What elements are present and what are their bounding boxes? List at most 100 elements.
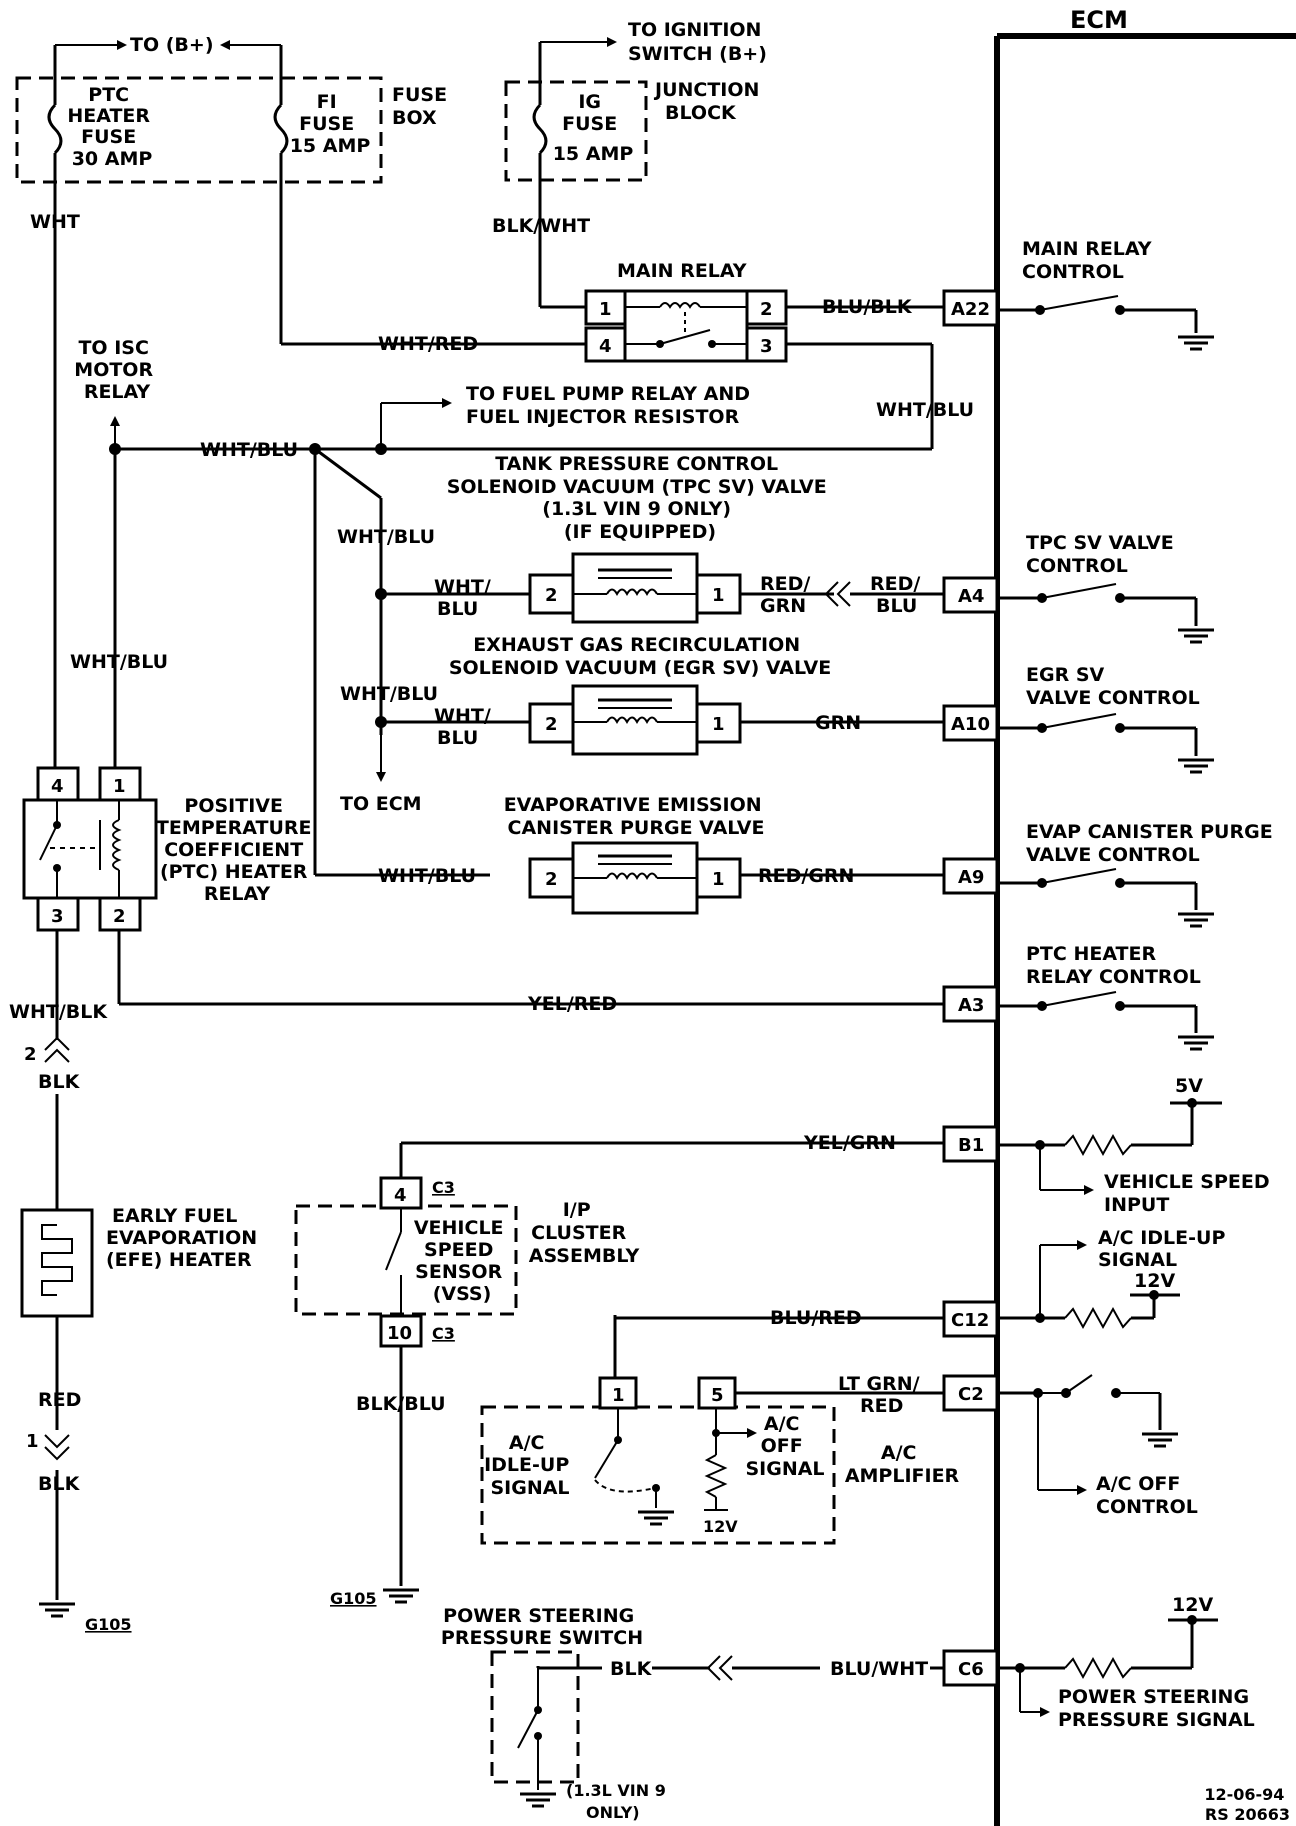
ptc-fuse-icon [47, 103, 63, 155]
ecm-ac-off-control: A/C OFF CONTROL [997, 1374, 1198, 1518]
ig-fuse-label: IG FUSE 15 AMP [553, 91, 634, 165]
ecm-ps-signal: 12V POWER STEERING PRESSURE SIGNAL [997, 1594, 1255, 1731]
ac-off-control-label: A/C OFF CONTROL [1096, 1473, 1198, 1518]
vehicle-speed-input-label: VEHICLE SPEED INPUT [1104, 1171, 1276, 1216]
efe-connector-1-icon [44, 1434, 70, 1461]
ptc-relay-pin-3: 3 [51, 906, 64, 927]
ps-blk-label: BLK [610, 1658, 653, 1680]
ptc-relay-pin-4: 4 [51, 776, 64, 797]
fi-fuse-icon [273, 103, 289, 155]
ip-cluster-label: I/P CLUSTER ASSEMBLY [529, 1199, 640, 1267]
fuse-box-label: FUSE BOX [392, 84, 454, 129]
ecm-pin-c2: C2 [958, 1384, 984, 1405]
blk-label-upper: BLK [38, 1071, 81, 1093]
wht-blu-label-egr: WHT/BLU [340, 683, 438, 705]
yel-grn-label: YEL/GRN [803, 1132, 896, 1154]
blu-wht-label: BLU/WHT [830, 1658, 928, 1680]
lt-grn-red-label: LT GRN/ RED [838, 1373, 926, 1417]
ac-amplifier-label: A/C AMPLIFIER [845, 1442, 960, 1487]
to-b-plus-label: TO (B+) [130, 34, 214, 56]
wht-red-label: WHT/RED [378, 333, 478, 355]
amp-ground-icon [636, 1510, 676, 1526]
junction-block-label: JUNCTION BLOCK [653, 79, 766, 124]
tpc-pin-2: 2 [545, 585, 558, 606]
amp-resistor-icon [704, 1454, 728, 1498]
egr-wht-blu-label: WHT/ BLU [434, 705, 497, 749]
main-relay-control-label: MAIN RELAY CONTROL [1022, 238, 1158, 283]
ig-fuse-icon [532, 103, 548, 155]
ecm-pin-a9: A9 [958, 867, 984, 888]
blu-red-label: BLU/RED [770, 1307, 862, 1329]
ecm-vss-input: 5V VEHICLE SPEED INPUT [997, 1075, 1276, 1216]
c3-label-top: C3 [432, 1178, 455, 1197]
ptc-fuse-label: PTC HEATER FUSE 30 AMP [67, 84, 156, 170]
ptc-relay-pin-1: 1 [113, 776, 126, 797]
efe-connector-pin-1: 1 [26, 1431, 39, 1452]
ecm-pin-a3: A3 [958, 995, 984, 1016]
ecm-pin-a22: A22 [951, 299, 990, 320]
ground-icon [1176, 758, 1216, 774]
ecm-pins: A22 A4 A10 A9 A3 B1 C12 C2 C6 [942, 289, 999, 1687]
evap-pin-1: 1 [712, 869, 725, 890]
ground-icon [1140, 1432, 1180, 1448]
g105-label-mid: G105 [330, 1589, 377, 1608]
vss-pin-4: 4 [394, 1185, 407, 1206]
amp-12v-label: 12V [703, 1517, 738, 1536]
egr-coil-icon [606, 716, 658, 725]
ecm-pin-a4: A4 [958, 586, 984, 607]
ecm-title: ECM [1070, 6, 1128, 34]
blk-label-lower: BLK [38, 1473, 81, 1495]
ecm-ac-idle-up: A/C IDLE-UP SIGNAL 12V [997, 1227, 1225, 1330]
wht-blu-label-ptc: WHT/BLU [70, 651, 168, 673]
ps-resistor-icon [1064, 1656, 1132, 1680]
ac-idle-amp-label: A/C IDLE-UP SIGNAL [484, 1432, 576, 1499]
footer-label: 12-06-94 RS 20663 [1204, 1785, 1290, 1824]
ac-idle-12v-label: 12V [1134, 1270, 1175, 1292]
ps-connector-icon [706, 1655, 733, 1681]
evap-control-label: EVAP CANISTER PURGE VALVE CONTROL [1026, 821, 1279, 866]
wht-label: WHT [30, 211, 80, 233]
evap-red-grn-label: RED/GRN [758, 865, 854, 887]
tpc-pin-1: 1 [712, 585, 725, 606]
vss-label: VEHICLE SPEED SENSOR (VSS) [414, 1217, 510, 1305]
ac-off-signal-label: A/C OFF SIGNAL [745, 1413, 824, 1480]
junction-block: IG FUSE 15 AMP JUNCTION BLOCK [504, 42, 766, 230]
efe-heater-label: EARLY FUEL EVAPORATION (EFE) HEATER [106, 1205, 264, 1271]
g105-label-left: G105 [85, 1615, 132, 1634]
evap-purge-valve: EVAPORATIVE EMISSION CANISTER PURGE VALV… [504, 794, 764, 915]
main-relay: MAIN RELAY 1 2 4 3 [584, 260, 788, 363]
yel-red-label: YEL/RED [527, 993, 617, 1015]
ptc-coil-icon [112, 819, 122, 871]
ecm-pin-c12: C12 [951, 1310, 989, 1331]
tpc-coil-icon [606, 588, 658, 597]
to-ignition-label: TO IGNITION SWITCH (B+) [628, 19, 768, 65]
efe-connector-2-icon [44, 1036, 70, 1063]
to-isc-label: TO ISC MOTOR RELAY [74, 337, 159, 403]
egr-pin-1: 1 [712, 714, 725, 735]
ecm-egr-switch: EGR SV VALVE CONTROL [997, 664, 1216, 774]
egr-pin-2: 2 [545, 714, 558, 735]
ground-icon [1176, 335, 1216, 351]
amp-pin-5: 5 [711, 1385, 724, 1406]
wht-blu-label-bus: WHT/BLU [200, 439, 298, 461]
evap-coil-icon [606, 872, 658, 881]
fuse-box: PTC HEATER FUSE 30 AMP FI FUSE 15 AMP FU… [15, 45, 454, 184]
red-label: RED [38, 1389, 81, 1411]
ecm-tpc-switch: TPC SV VALVE CONTROL [997, 532, 1216, 644]
blu-blk-label: BLU/BLK [822, 296, 913, 318]
main-relay-label: MAIN RELAY [617, 260, 747, 282]
ecm-pin-b1: B1 [958, 1135, 984, 1156]
ecm-pin-c6: C6 [958, 1659, 984, 1680]
egr-sv-valve: EXHAUST GAS RECIRCULATION SOLENOID VACUU… [449, 634, 831, 756]
to-fuel-pump-label: TO FUEL PUMP RELAY AND FUEL INJECTOR RES… [466, 383, 757, 428]
heater-element-icon [41, 1224, 73, 1296]
tpc-red-blu-label: RED/ BLU [870, 573, 927, 617]
ptc-control-label: PTC HEATER RELAY CONTROL [1026, 943, 1201, 988]
blk-wht-label: BLK/WHT [492, 215, 590, 237]
main-relay-pin-2: 2 [760, 299, 773, 320]
wht-blu-label-right: WHT/BLU [876, 399, 974, 421]
tpc-red-grn-label: RED/ GRN [760, 573, 817, 617]
wht-blk-label: WHT/BLK [9, 1001, 108, 1023]
ground-icon [1176, 912, 1216, 928]
